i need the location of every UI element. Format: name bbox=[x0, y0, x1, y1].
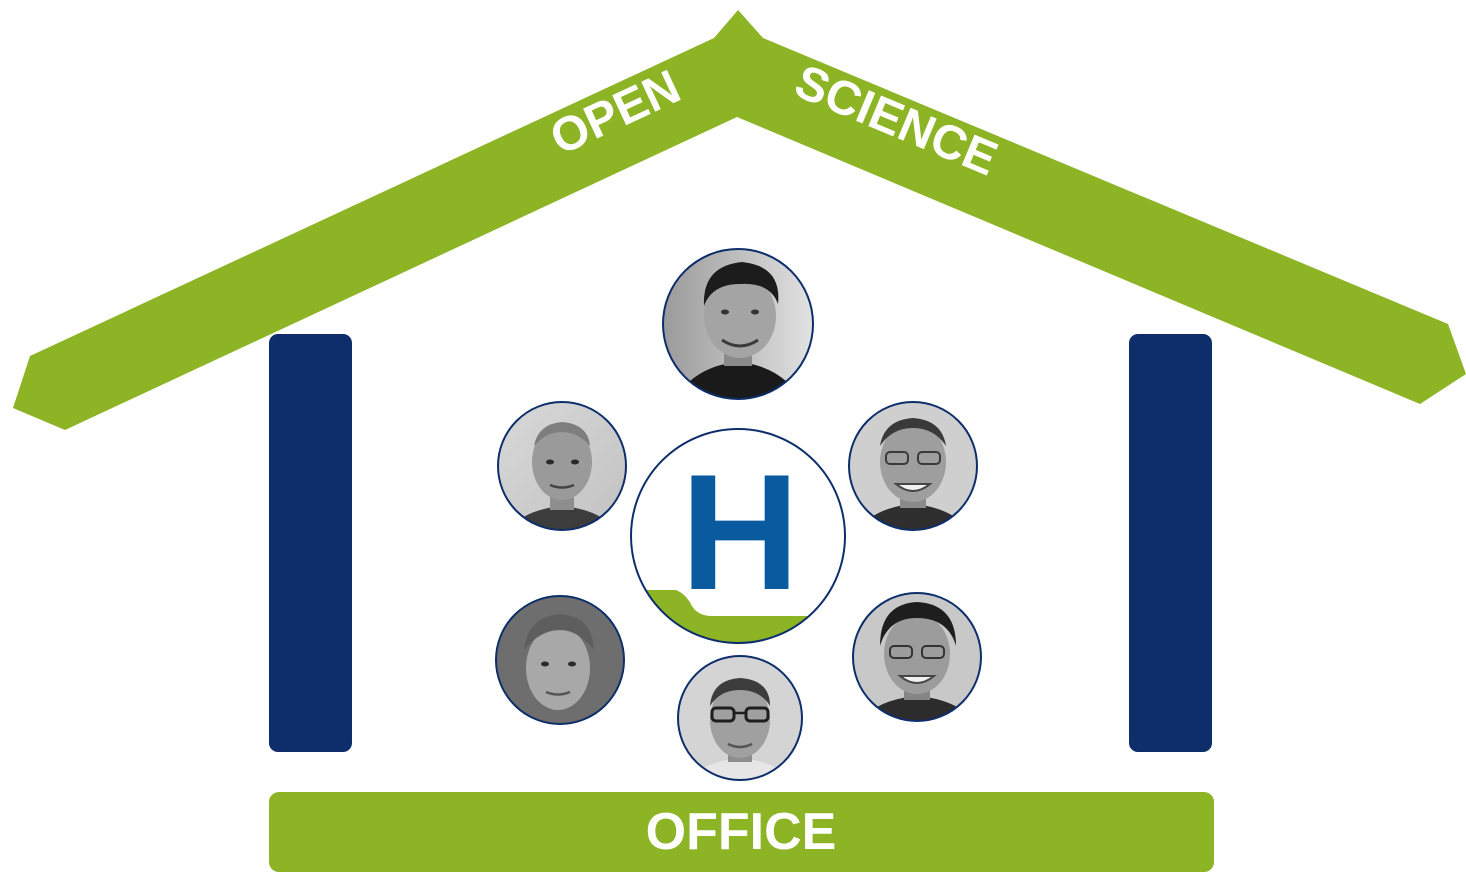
team-member-photo-bottom bbox=[677, 655, 803, 781]
team-member-photo-upper-right bbox=[848, 401, 978, 531]
base-label: OFFICE bbox=[646, 803, 837, 861]
team-member-photo-lower-right bbox=[852, 592, 982, 722]
logo-letter: H bbox=[680, 440, 799, 624]
center-logo: H bbox=[630, 428, 846, 644]
base-bar bbox=[269, 792, 1214, 872]
team-member-photo-lower-left bbox=[495, 595, 625, 725]
team-member-photo-top bbox=[662, 248, 814, 400]
pillar-right bbox=[1129, 334, 1212, 752]
team-member-photo-upper-left bbox=[497, 401, 627, 531]
roof-bar bbox=[13, 10, 1466, 430]
pillar-left bbox=[269, 334, 352, 752]
